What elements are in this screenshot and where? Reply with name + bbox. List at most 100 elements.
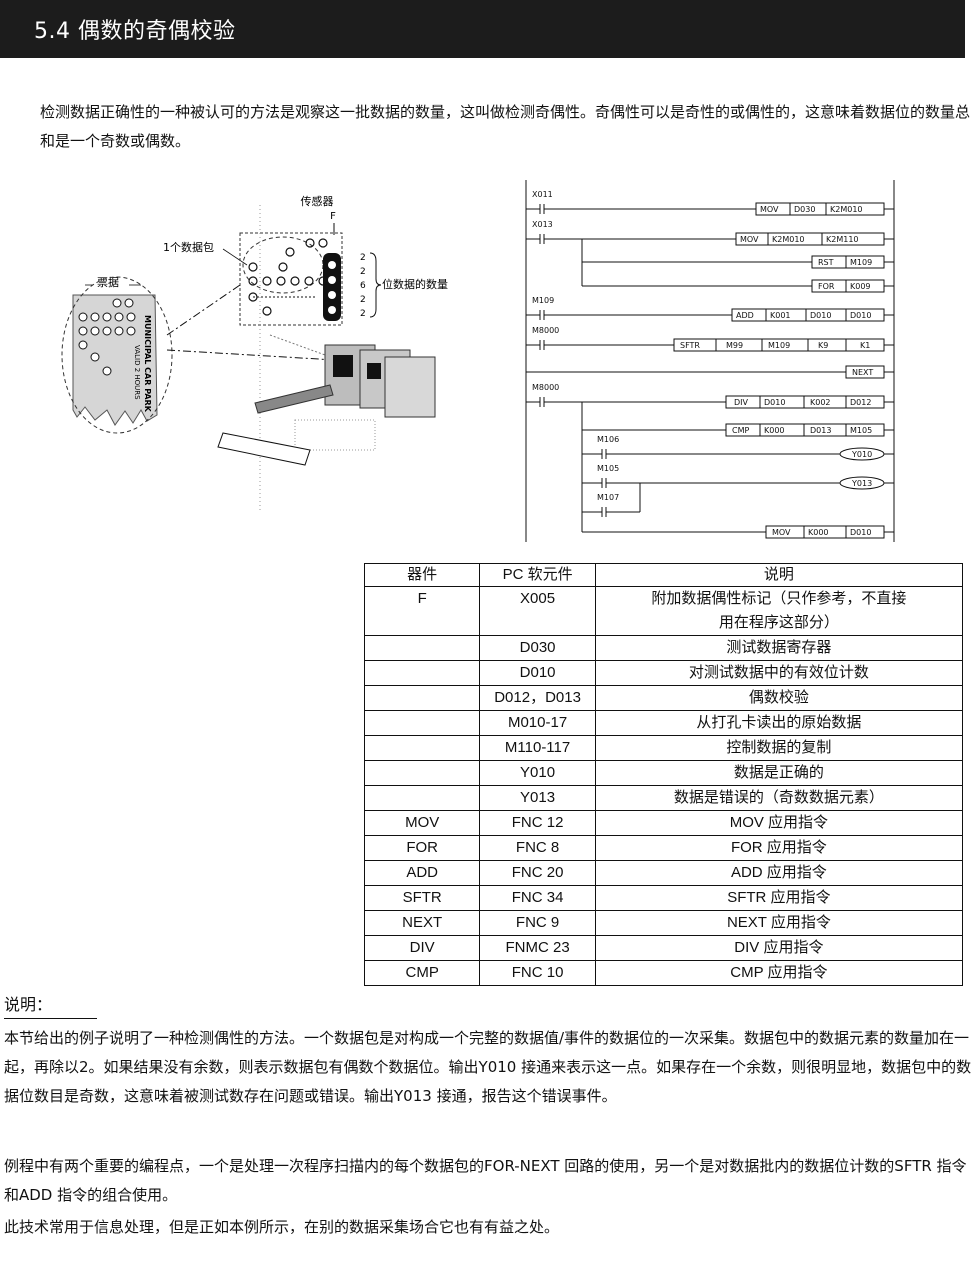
instr-5-arg3: D010: [850, 311, 871, 320]
table-cell: M110-117: [479, 735, 596, 761]
table-cell: 附加数据偶性标记（只作参考，不直接 用在程序这部分）: [594, 586, 964, 636]
table-cell: FOR: [363, 835, 481, 861]
table-cell: [363, 785, 481, 811]
contact-m8000-a: M8000: [532, 326, 559, 335]
instr-1-op: MOV: [760, 205, 779, 214]
instr-10-arg1: K000: [808, 528, 829, 537]
table-cell-line: 附加数据偶性标记（只作参考，不直接: [651, 590, 907, 607]
bit-count-2: 2: [360, 267, 366, 277]
notes-heading-underline: [4, 1018, 97, 1019]
instr-8-arg1: D010: [764, 398, 785, 407]
bit-count-1: 2: [360, 253, 366, 263]
table-cell: NEXT: [363, 910, 481, 936]
table-cell: CMP: [363, 960, 481, 986]
instr-1-arg1: D030: [794, 205, 815, 214]
notes-paragraph-1: 本节给出的例子说明了一种检测偶性的方法。一个数据包是对构成一个完整的数据值/事件…: [4, 1029, 972, 1105]
instr-5-arg2: D010: [810, 311, 831, 320]
table-cell: ADD: [363, 860, 481, 886]
table-cell: X005: [479, 586, 596, 636]
instr-3-arg1: M109: [850, 258, 872, 267]
instr-1-arg2: K2M010: [830, 205, 863, 214]
table-cell: F: [363, 586, 481, 636]
table-cell: [363, 735, 481, 761]
table-cell: FNC 12: [479, 810, 596, 836]
table-cell: 偶数校验: [594, 685, 964, 711]
table-cell: 对测试数据中的有效位计数: [594, 660, 964, 686]
instr-4-op: FOR: [818, 282, 835, 291]
table-header: 器件: [363, 563, 481, 587]
table-cell: M010-17: [479, 710, 596, 736]
table-cell: D012，D013: [479, 685, 596, 711]
table-cell: FOR 应用指令: [594, 835, 964, 861]
instr-8-op: DIV: [734, 398, 749, 407]
device-table: 器件 PC 软元件 说明 F X005 附加数据偶性标记（只作参考，不直接 用在…: [363, 563, 964, 986]
table-cell: MOV: [363, 810, 481, 836]
instr-8-arg2: K002: [810, 398, 831, 407]
instr-10-op: MOV: [772, 528, 791, 537]
instr-6-op: SFTR: [680, 341, 700, 350]
table-cell: [363, 685, 481, 711]
contact-m107: M107: [597, 493, 619, 502]
table-cell: [363, 760, 481, 786]
table-cell: FNMC 23: [479, 935, 596, 961]
instr-6-arg2: M109: [768, 341, 790, 350]
table-cell: MOV 应用指令: [594, 810, 964, 836]
table-header-row: 器件 PC 软元件 说明: [363, 563, 964, 587]
intro-paragraph: 检测数据正确性的一种被认可的方法是观察这一批数据的数量，这叫做检测奇偶性。奇偶性…: [40, 103, 971, 150]
contact-x011: X011: [532, 190, 553, 199]
parity-illustration: 传感器 F 1个数据包 2 2 6 2 2 位数据的数量 票据 MUNICIPA…: [61, 195, 448, 510]
instr-2-arg1: K2M010: [772, 235, 805, 244]
table-cell: D030: [479, 635, 596, 661]
table-cell: SFTR: [363, 885, 481, 911]
table-cell: [363, 660, 481, 686]
bitcount-label: 位数据的数量: [382, 277, 448, 291]
instr-9-arg2: D013: [810, 426, 831, 435]
contact-x013: X013: [532, 220, 553, 229]
instr-9-arg1: K000: [764, 426, 785, 435]
table-cell: D010: [479, 660, 596, 686]
packet-label: 1个数据包: [163, 240, 214, 254]
bit-count-5: 2: [360, 309, 366, 319]
table-cell: 测试数据寄存器: [594, 635, 964, 661]
table-cell: DIV 应用指令: [594, 935, 964, 961]
table-cell: [363, 710, 481, 736]
instr-2-op: MOV: [740, 235, 759, 244]
contact-m8000-b: M8000: [532, 383, 559, 392]
table-cell: Y013: [479, 785, 596, 811]
contact-m109: M109: [532, 296, 554, 305]
card-text-2: VALID 2 HOURS: [133, 345, 141, 400]
instr-5-op: ADD: [736, 311, 754, 320]
sensor-letter: F: [330, 211, 336, 222]
table-cell: ADD 应用指令: [594, 860, 964, 886]
instr-4-arg1: K009: [850, 282, 871, 291]
table-cell: 控制数据的复制: [594, 735, 964, 761]
contact-m105: M105: [597, 464, 619, 473]
table-cell: SFTR 应用指令: [594, 885, 964, 911]
table-cell: 数据是错误的（奇数数据元素）: [594, 785, 964, 811]
instr-8-arg3: D012: [850, 398, 871, 407]
card-reader: [254, 334, 436, 451]
table-cell: FNC 8: [479, 835, 596, 861]
bit-count-4: 2: [360, 295, 366, 305]
instr-6-arg3: K9: [818, 341, 828, 350]
notes-paragraph-3: 此技术常用于信息处理，但是正如本例所示，在别的数据采集场合它也有有益之处。: [4, 1218, 560, 1236]
coil-y010: Y010: [851, 450, 872, 459]
table-cell: FNC 20: [479, 860, 596, 886]
page-header: 5.4 偶数的奇偶校验: [0, 0, 965, 58]
card-text: MUNICIPAL CAR PARK: [143, 315, 152, 413]
table-cell: 数据是正确的: [594, 760, 964, 786]
table-cell-line: 用在程序这部分）: [718, 614, 839, 631]
instr-3-op: RST: [818, 258, 834, 267]
table-row: F X005 附加数据偶性标记（只作参考，不直接 用在程序这部分）: [363, 586, 964, 636]
